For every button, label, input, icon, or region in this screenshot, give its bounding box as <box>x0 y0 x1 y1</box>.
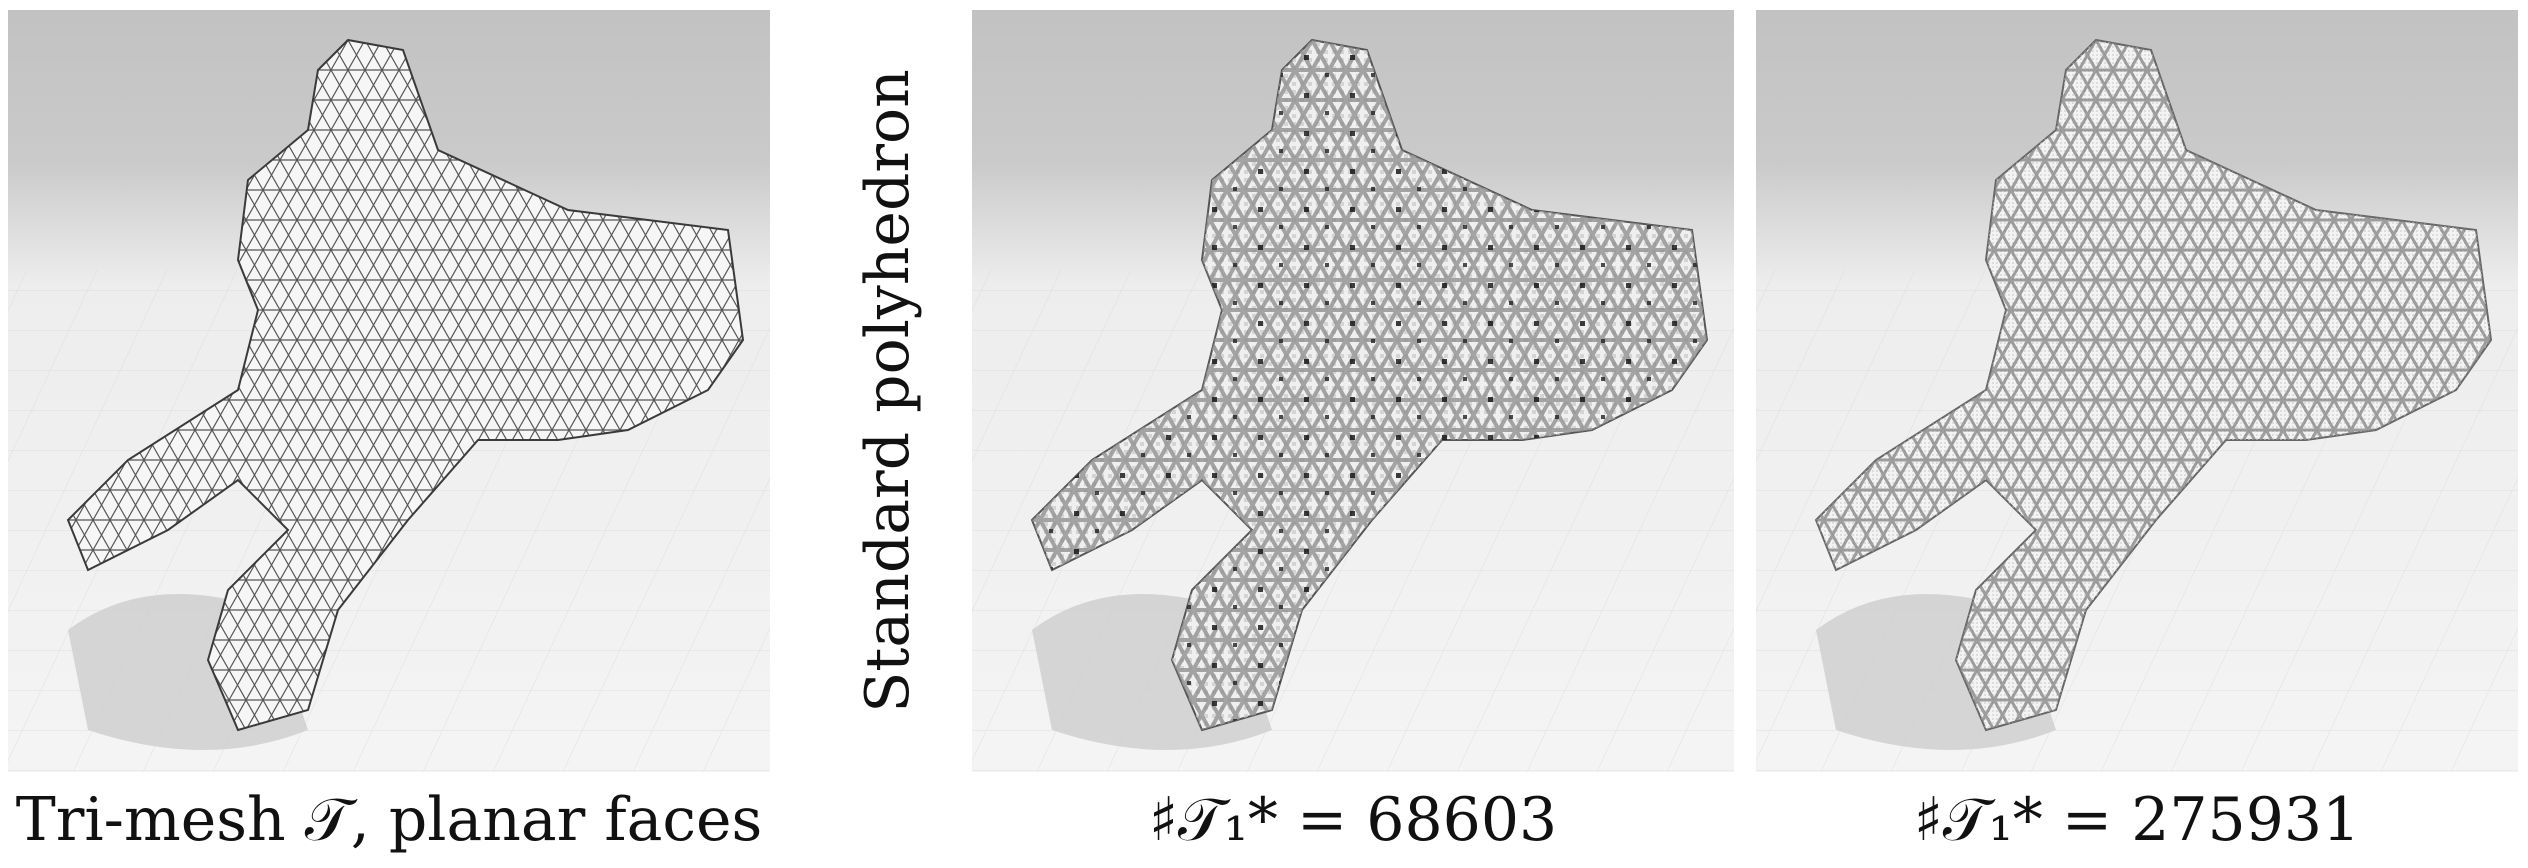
row-label-text: Standard polyhedron <box>853 69 923 713</box>
render-polyhedron-68603 <box>972 10 1734 772</box>
caption-count-68603: ♯𝒯₁* = 68603 <box>1148 785 1558 855</box>
lion-render-medium <box>972 10 1734 772</box>
caption-trimesh: Tri-mesh 𝒯, planar faces <box>15 785 763 855</box>
caption-count-275931: ♯𝒯₁* = 275931 <box>1913 785 2361 855</box>
lion-mesh <box>1814 38 2493 732</box>
lion-render-coarse <box>8 10 770 772</box>
render-polyhedron-275931 <box>1756 10 2518 772</box>
lion-mesh <box>66 38 745 732</box>
lion-render-fine <box>1756 10 2518 772</box>
lion-mesh <box>1030 38 1709 732</box>
render-coarse-trimesh <box>8 10 770 772</box>
